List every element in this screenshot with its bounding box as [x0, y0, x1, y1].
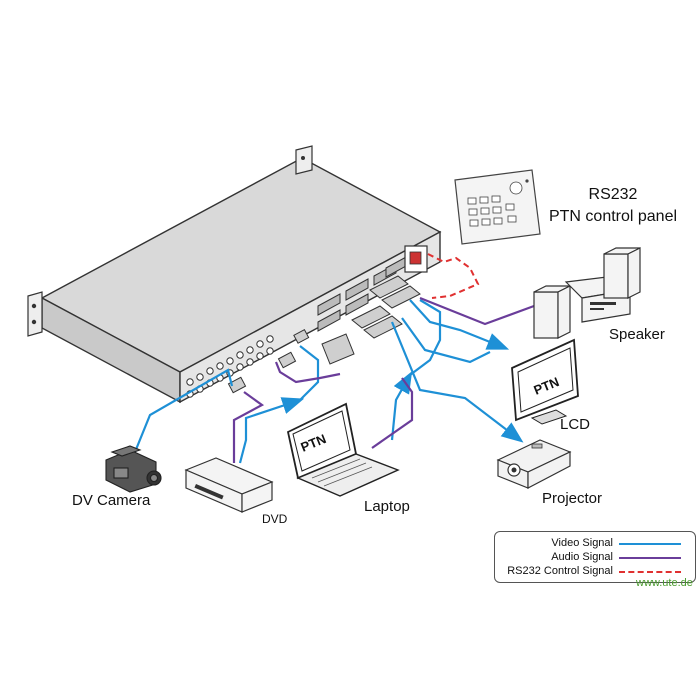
- control-panel: [454, 169, 541, 245]
- legend-label-video: Video Signal: [551, 537, 613, 549]
- video-cables: [133, 299, 524, 464]
- speaker-label: Speaker: [609, 326, 665, 343]
- audio-line-laptop: [371, 377, 414, 449]
- audio-line-dvd: [232, 391, 265, 463]
- video-line-projector: [390, 321, 524, 443]
- legend-label-rs232: RS232 Control Signal: [507, 565, 613, 577]
- laptop-label: Laptop: [364, 498, 410, 515]
- video-line-dvd: [238, 397, 305, 464]
- legend-label-audio: Audio Signal: [551, 551, 613, 563]
- video-line-lcd: [409, 299, 510, 350]
- legend-swatch-rs232: [619, 571, 681, 573]
- control-panel-label: RS232 PTN control panel: [548, 186, 678, 225]
- legend-item-rs232: RS232 Control Signal: [495, 564, 695, 578]
- audio-cables: [232, 296, 535, 463]
- legend-swatch-video: [619, 543, 681, 545]
- watermark-text: www.ute.de: [636, 577, 693, 589]
- dvd-player-device: [184, 457, 274, 513]
- audio-line-speaker: [419, 296, 535, 326]
- dv-camera-label: DV Camera: [72, 492, 151, 509]
- matrix-switcher: [27, 145, 442, 404]
- projector-device: [496, 439, 572, 489]
- connector-plugs: [227, 275, 421, 394]
- laptop-device: PTN: [286, 402, 400, 497]
- dv-camera-device: [105, 445, 162, 493]
- legend-swatch-audio: [619, 557, 681, 559]
- lcd-label: LCD: [560, 416, 591, 433]
- speaker-device: [533, 247, 641, 339]
- legend-item-audio: Audio Signal: [495, 550, 695, 564]
- projector-label: Projector: [542, 490, 603, 507]
- legend-box: Video Signal Audio Signal RS232 Control …: [494, 531, 696, 583]
- lcd-monitor: PTN: [511, 338, 579, 425]
- dvd-label: DVD: [262, 512, 288, 526]
- video-line-dv-camera: [133, 368, 234, 453]
- legend-item-video: Video Signal: [495, 536, 695, 550]
